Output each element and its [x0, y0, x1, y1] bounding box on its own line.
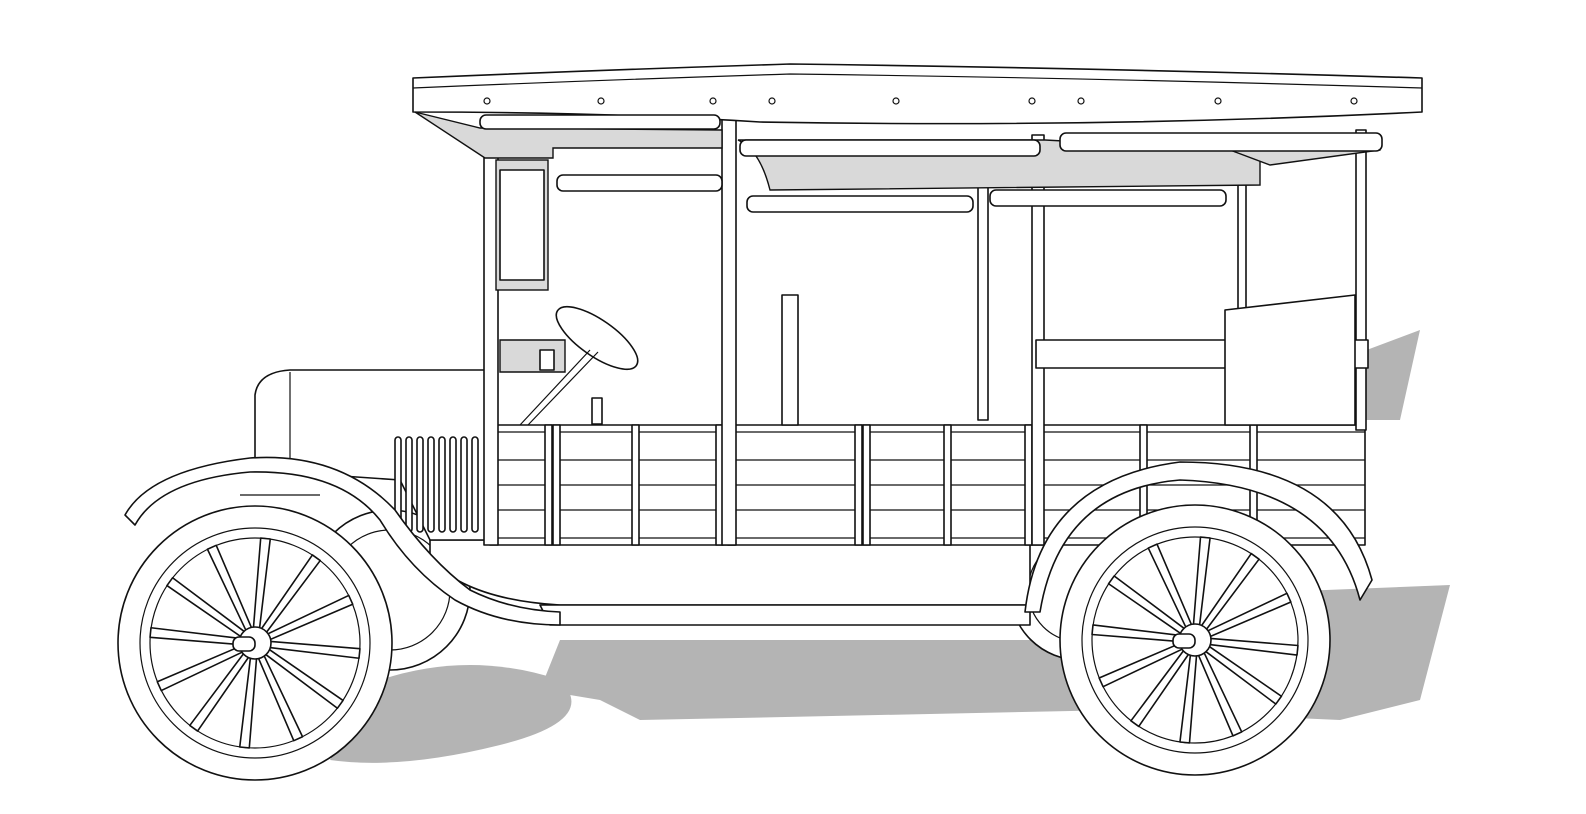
body-stake — [544, 424, 553, 546]
roof-hook — [768, 97, 776, 105]
hood-louver — [416, 436, 424, 533]
roof-hook — [483, 97, 491, 105]
hood-louver — [438, 436, 446, 533]
roof-hook — [597, 97, 605, 105]
roof-hook — [1350, 97, 1358, 105]
roof — [412, 63, 1423, 213]
rim-outer — [139, 527, 371, 759]
roof-hook — [1077, 97, 1085, 105]
chassis — [429, 539, 1031, 626]
rim-inner — [149, 537, 361, 749]
body-stake — [631, 424, 640, 546]
hood-louver — [471, 436, 479, 533]
hood-louver — [449, 436, 457, 533]
hood — [254, 369, 491, 541]
hood-louver — [405, 436, 413, 533]
roof-hook — [1028, 97, 1036, 105]
axle-cap — [1172, 633, 1196, 649]
front-fender — [124, 456, 561, 626]
body-stake — [862, 424, 871, 546]
wheels — [117, 504, 1331, 781]
rim-inner — [1091, 536, 1299, 744]
body-stake — [854, 424, 863, 546]
hood-louver — [460, 436, 468, 533]
cab-frame — [483, 114, 1369, 546]
cargo-body — [489, 424, 1366, 546]
wheel — [117, 505, 393, 781]
wheel — [1059, 504, 1331, 776]
roof-hook — [1214, 97, 1222, 105]
roof-hook — [892, 97, 900, 105]
axle-cap — [232, 636, 256, 652]
roof-hook — [709, 97, 717, 105]
rear-fender — [1024, 461, 1373, 613]
body-stake — [552, 424, 561, 546]
rim-outer — [1081, 526, 1309, 754]
hood-louver — [427, 436, 435, 533]
body-stake — [943, 424, 952, 546]
roof-hooks — [483, 97, 1358, 105]
body-stake — [1024, 424, 1033, 546]
